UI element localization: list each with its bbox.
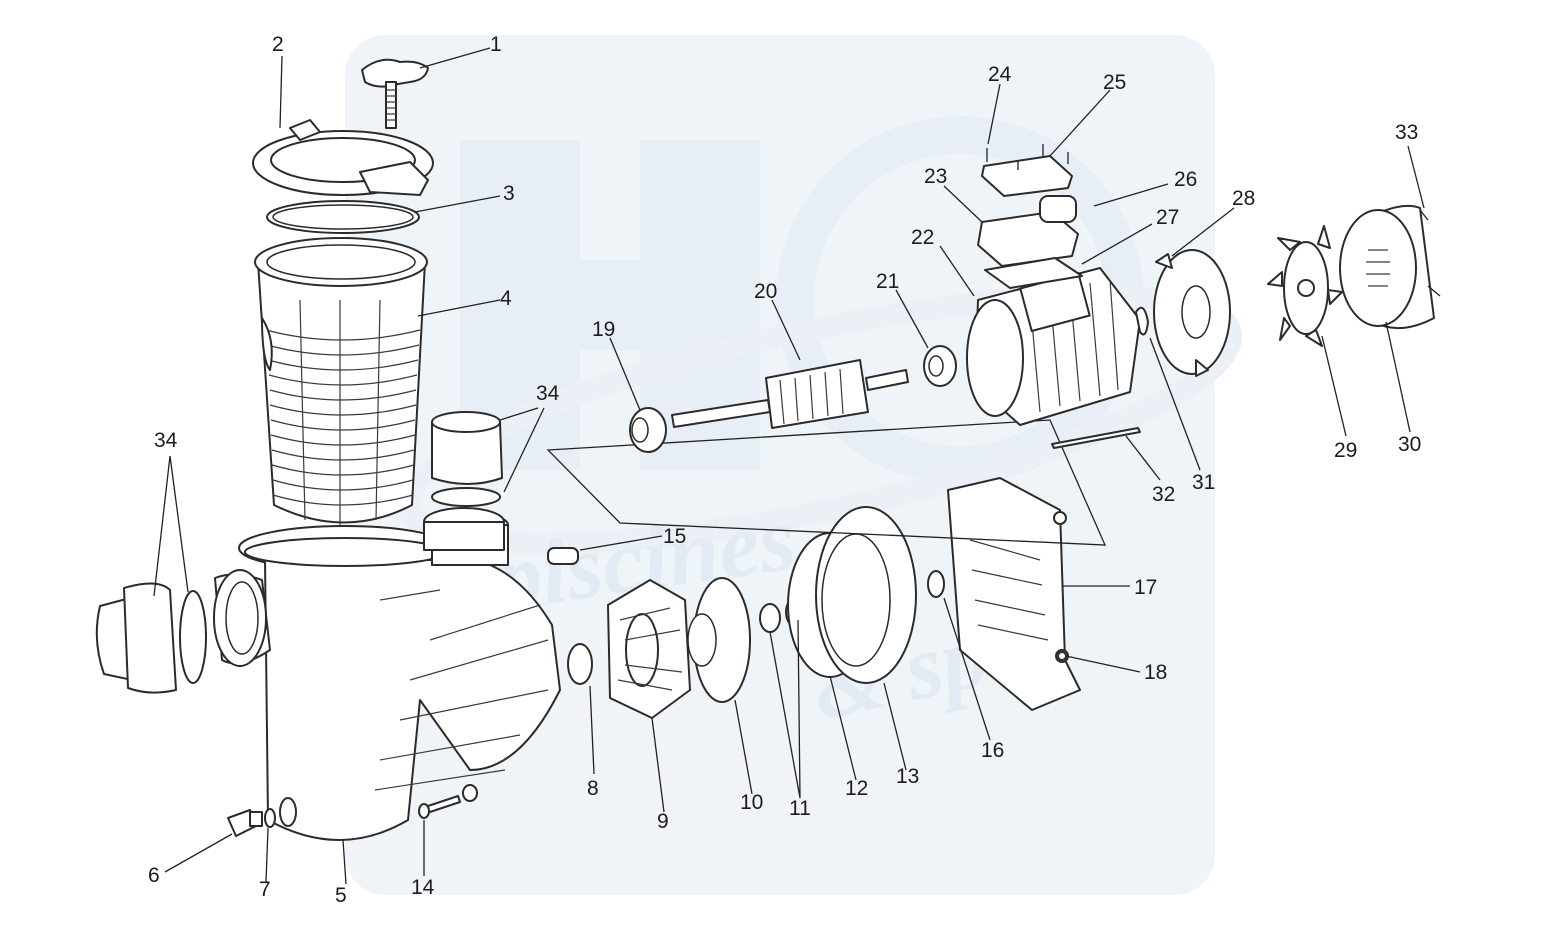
part-24-cover-screws — [986, 144, 1069, 170]
callout-9: 9 — [657, 810, 669, 833]
callout-8: 8 — [587, 777, 599, 800]
callout-28: 28 — [1232, 187, 1255, 210]
part-22-motor-stator — [966, 267, 1141, 426]
part-34-union-right — [423, 411, 505, 551]
part-16-seal-ring — [927, 570, 945, 598]
callout-23: 23 — [924, 165, 947, 188]
leader-lines — [153, 47, 1425, 885]
callout-16: 16 — [981, 739, 1004, 762]
callout-34-right: 34 — [536, 382, 560, 405]
callout-19: 19 — [592, 318, 615, 341]
part-13-seal-plate — [815, 506, 917, 684]
part-8-diffuser-oring — [567, 643, 593, 685]
part-4-strainer-basket — [254, 237, 428, 528]
part-19-bearing — [629, 407, 667, 453]
part-29-fan — [1267, 225, 1343, 347]
callout-32: 32 — [1152, 483, 1175, 506]
part-7-plug-oring — [264, 808, 276, 828]
part-15-pin — [547, 547, 579, 565]
callout-2: 2 — [272, 33, 284, 56]
callout-15: 15 — [663, 525, 686, 548]
callout-4: 4 — [500, 287, 512, 310]
callout-21: 21 — [876, 270, 899, 293]
part-28-end-cover — [1153, 249, 1231, 377]
part-34-union-left — [95, 569, 267, 694]
part-6-drain-plug — [227, 809, 263, 837]
callout-11: 11 — [789, 797, 811, 820]
callout-12: 12 — [845, 777, 868, 800]
callout-labels: 1 2 3 4 5 6 7 8 9 10 11 12 13 14 15 16 1… — [148, 33, 1421, 907]
callout-10: 10 — [740, 791, 763, 814]
callout-26: 26 — [1174, 168, 1197, 191]
part-3-lid-oring — [266, 200, 420, 234]
callout-13: 13 — [896, 765, 919, 788]
part-20-rotor-shaft — [671, 359, 909, 429]
part-26-capacitor — [1039, 195, 1077, 223]
callout-24: 24 — [988, 63, 1012, 86]
part-21-bearing — [923, 345, 957, 387]
callout-5: 5 — [335, 884, 347, 907]
callout-14: 14 — [411, 876, 435, 899]
callout-33: 33 — [1395, 121, 1418, 144]
callout-6: 6 — [148, 864, 160, 887]
callout-17: 17 — [1134, 576, 1157, 599]
part-27-gasket — [984, 257, 1083, 289]
callout-7: 7 — [259, 878, 271, 901]
callout-3: 3 — [503, 182, 515, 205]
callout-34-left: 34 — [154, 429, 178, 452]
part-18-nut — [1057, 651, 1067, 661]
part-31-fan-gasket — [1135, 306, 1149, 336]
callout-20: 20 — [754, 280, 777, 303]
callout-29: 29 — [1334, 439, 1357, 462]
part-1-lid-knob — [361, 58, 429, 129]
part-33-screws — [1419, 209, 1441, 297]
callout-27: 27 — [1156, 206, 1179, 229]
part-32-tie-rod — [1051, 427, 1141, 449]
part-10-impeller — [687, 577, 751, 703]
part-14-screw — [418, 784, 478, 819]
callout-30: 30 — [1398, 433, 1421, 456]
callout-22: 22 — [911, 226, 934, 249]
callout-31: 31 — [1192, 471, 1215, 494]
callout-25: 25 — [1103, 71, 1126, 94]
callout-1: 1 — [490, 33, 502, 56]
callout-18: 18 — [1144, 661, 1167, 684]
shaft-assembly-outline — [546, 419, 1107, 546]
part-30-fan-cover — [1339, 204, 1435, 330]
part-2-lid-clamp — [252, 119, 434, 196]
part-9-diffuser — [607, 579, 691, 719]
